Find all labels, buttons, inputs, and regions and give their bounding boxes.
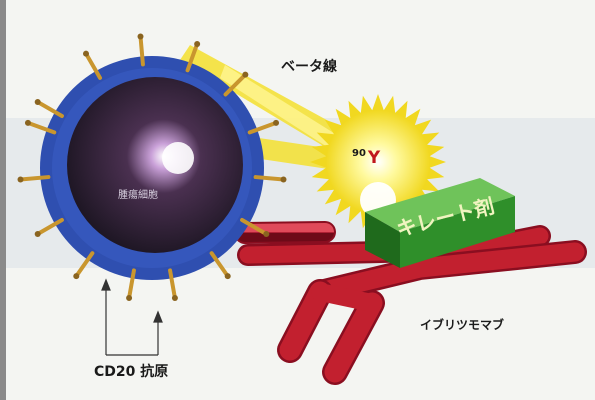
antibody-ibritumomab bbox=[234, 221, 587, 385]
cd20-antigen-spike bbox=[253, 175, 286, 182]
left-border bbox=[0, 0, 6, 400]
cd20-antigen-spike bbox=[25, 120, 57, 135]
cd20-antigen-spike bbox=[209, 251, 230, 279]
cd20-antigen-tip bbox=[34, 231, 41, 237]
cd20-antigen-spike bbox=[35, 100, 64, 118]
cd20-antigen-spike bbox=[223, 72, 248, 97]
cd20-antigen-spike bbox=[84, 51, 102, 80]
cd20-antigen-spike bbox=[127, 268, 136, 300]
cd20-antigen-tip bbox=[24, 119, 31, 126]
cd20-antigen-tip bbox=[73, 273, 80, 280]
cd20-antigen-spike bbox=[35, 218, 64, 236]
cd20-antigen-tip bbox=[126, 294, 133, 301]
cd20-antigen-tip bbox=[83, 50, 89, 57]
cd20-antigen-tip bbox=[224, 273, 231, 280]
tumor-cell bbox=[40, 56, 264, 280]
cd20-antigen-spike bbox=[240, 218, 269, 236]
cd20-antigen-tip bbox=[242, 71, 249, 78]
cd20-antigen-spike bbox=[18, 175, 51, 182]
chelator-block bbox=[365, 178, 515, 268]
cd20-antigen-spike bbox=[74, 251, 95, 279]
cd20-antigen-spike bbox=[247, 120, 279, 135]
isotope-burst bbox=[310, 94, 446, 230]
tumor-cell-label: 腫瘍細胞 bbox=[118, 190, 158, 201]
cd20-antigens bbox=[17, 33, 287, 301]
cd20-antigen-tip bbox=[34, 99, 41, 105]
cd20-antigen-tip bbox=[137, 33, 144, 40]
antibody-label: イブリツモマブ bbox=[420, 318, 505, 332]
cd20-antigen-spike bbox=[138, 34, 145, 67]
antigen-pointer bbox=[101, 278, 163, 356]
cd20-antigen-tip bbox=[280, 176, 287, 183]
cd20-antigen-spike bbox=[185, 41, 200, 73]
isotope-mass-number: 90 bbox=[352, 148, 366, 159]
cd20-antigen-tip bbox=[263, 231, 270, 237]
cd20-antigen-tip bbox=[273, 119, 280, 126]
isotope-symbol: Y bbox=[367, 148, 381, 168]
beta-ray-label: ベータ線 bbox=[281, 59, 337, 75]
cd20-antigen-tip bbox=[17, 176, 24, 183]
cd20-antigen-tip bbox=[194, 40, 201, 47]
cd20-antigen-tip bbox=[171, 294, 178, 301]
cd20-antigen-spike bbox=[168, 268, 177, 300]
cd20-antigen-label: CD20 抗原 bbox=[94, 364, 169, 380]
